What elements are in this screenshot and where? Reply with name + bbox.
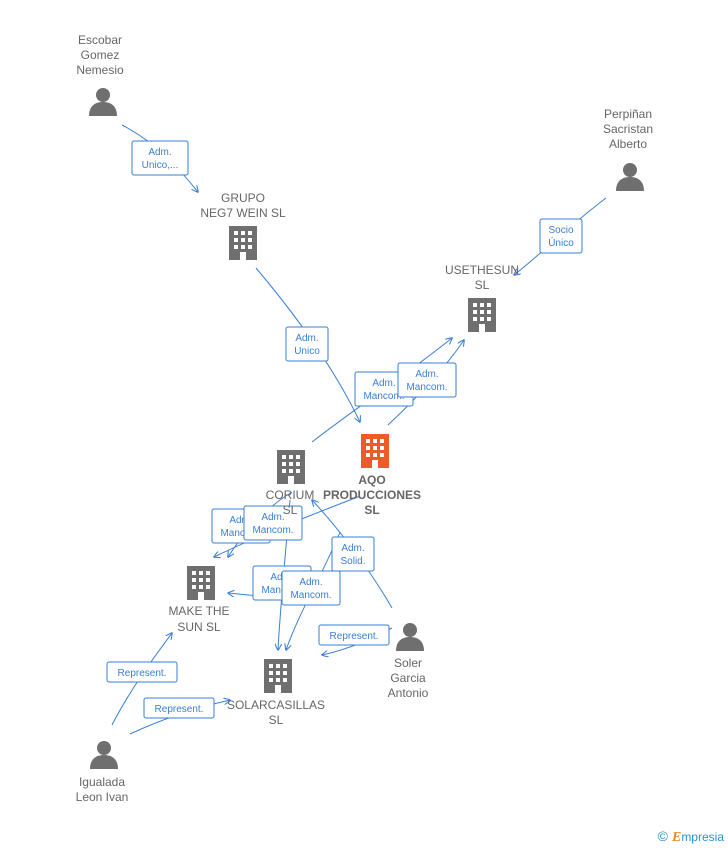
edge-labels: Adm. Unico,... Socio Único Adm. Unico Ad… [106, 140, 583, 719]
edge-label-line: Represent. [330, 631, 379, 642]
node-grupo[interactable]: GRUPO NEG7 WEIN SL [200, 191, 286, 260]
edge-label-line: Adm. [148, 147, 171, 158]
edge-label-line: Mancom. [220, 528, 261, 539]
nodes: Escobar Gomez Nemesio Perpiñan Sacristan… [76, 33, 653, 804]
edge-label-line: Adm. [341, 543, 364, 554]
edge-label-line: Mancom. [363, 391, 404, 402]
person-icon [616, 163, 644, 191]
edge-label-adm-mancom-2[interactable]: Adm. Mancom. [397, 362, 457, 398]
node-label-line: SL [269, 713, 284, 727]
edge-label-line: Mancom. [406, 382, 447, 393]
node-label-line: Perpiñan [604, 107, 652, 121]
person-icon [89, 88, 117, 116]
edge-label-line: Adm. [229, 515, 252, 526]
building-icon [229, 226, 257, 260]
edge-label-line: Represent. [155, 704, 204, 715]
edge-label-represent-3[interactable]: Represent. [143, 697, 215, 719]
node-label-line: AQO [358, 473, 385, 487]
node-corium[interactable]: CORIUM SL [266, 450, 315, 517]
edge-label-line: Unico [294, 346, 320, 357]
brand-name: mpresia [681, 830, 724, 844]
node-aqo-main[interactable]: AQO PRODUCCIONES SL [323, 434, 421, 517]
edge-label-line: Adm. [295, 333, 318, 344]
person-icon [396, 623, 424, 651]
edge-label-line: Adm. [261, 512, 284, 523]
edge-label-line: Solid. [340, 556, 365, 567]
edge-label-line: Socio [548, 225, 573, 236]
building-icon [187, 566, 215, 600]
edge-label-adm-solid[interactable]: Adm. Solid. [331, 536, 375, 572]
node-label-line: SOLARCASILLAS [227, 698, 325, 712]
building-icon [277, 450, 305, 484]
node-solarcasillas[interactable]: SOLARCASILLAS SL [227, 659, 325, 727]
brand-logo-letter: E [671, 830, 682, 845]
brand-footer[interactable]: ©Empresia [658, 828, 724, 846]
person-icon [90, 741, 118, 769]
edge-label-adm-mancom-6[interactable]: Adm. Mancom. [281, 570, 341, 606]
node-label-line: Igualada [79, 775, 125, 789]
node-usethesun[interactable]: USETHESUN SL [445, 263, 519, 332]
node-label-line: SL [475, 278, 490, 292]
node-igualada[interactable]: Igualada Leon Ivan [76, 741, 129, 804]
node-label-line: Gomez [81, 48, 120, 62]
node-label-line: Antonio [388, 686, 429, 700]
node-label-line: Soler [394, 656, 422, 670]
node-label-line: Garcia [390, 671, 426, 685]
node-label-line: CORIUM [266, 488, 315, 502]
node-make-the-sun[interactable]: MAKE THE SUN SL [168, 566, 230, 634]
node-escobar[interactable]: Escobar Gomez Nemesio [76, 33, 124, 116]
edge-label-line: Unico,... [142, 160, 179, 171]
edge-label-line: Represent. [118, 668, 167, 679]
edge-label-line: Adm. [372, 378, 395, 389]
edge-label-adm-unico-2[interactable]: Adm. Unico [285, 326, 329, 362]
edge-label-line: Adm. [415, 369, 438, 380]
node-label-line: Sacristan [603, 122, 653, 136]
node-label-line: PRODUCCIONES [323, 488, 421, 502]
edge-label-line: Mancom. [290, 590, 331, 601]
node-label-line: NEG7 WEIN SL [200, 206, 286, 220]
node-perpinan[interactable]: Perpiñan Sacristan Alberto [603, 107, 653, 191]
edge-label-line: Mancom. [252, 525, 293, 536]
node-label-line: Leon Ivan [76, 790, 129, 804]
node-label-line: Alberto [609, 137, 647, 151]
edge-label-represent-1[interactable]: Represent. [318, 624, 390, 646]
node-label-line: USETHESUN [445, 263, 519, 277]
node-label-line: SUN SL [177, 620, 221, 634]
edge-label-adm-unico-1[interactable]: Adm. Unico,... [131, 140, 189, 176]
node-label-line: GRUPO [221, 191, 265, 205]
node-label-line: Nemesio [76, 63, 124, 77]
node-label-line: SL [283, 503, 298, 517]
edge-label-represent-2[interactable]: Represent. [106, 661, 178, 683]
building-icon [264, 659, 292, 693]
edge-label-line: Adm. [299, 577, 322, 588]
edge-label-socio-unico[interactable]: Socio Único [539, 218, 583, 254]
node-label-line: SL [364, 503, 379, 517]
node-label-line: MAKE THE [168, 604, 229, 618]
node-label-line: Escobar [78, 33, 122, 47]
edge-label-adm-mancom-4[interactable]: Adm. Mancom. [243, 505, 303, 541]
building-icon [468, 298, 496, 332]
copyright-icon: © [657, 828, 668, 844]
edge-label-line: Único [548, 236, 574, 249]
building-icon [361, 434, 389, 468]
node-soler[interactable]: Soler Garcia Antonio [388, 623, 429, 700]
